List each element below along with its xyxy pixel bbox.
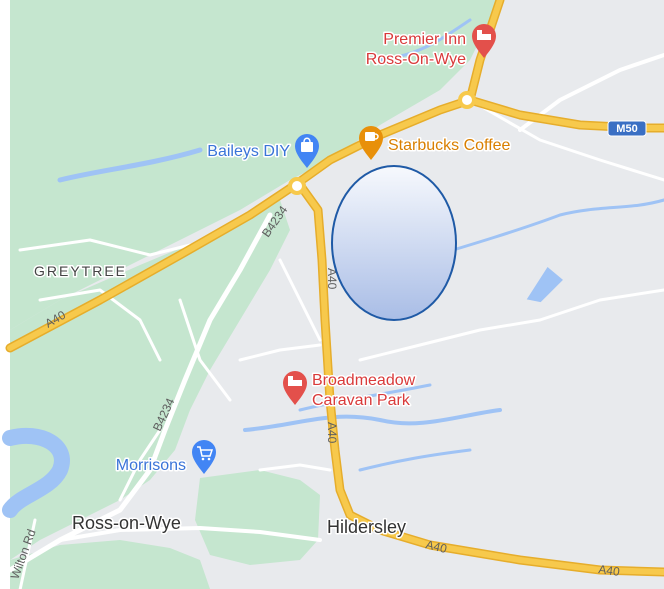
- road-label-a40-ns-2: A40: [325, 422, 339, 444]
- road-label-a40-east-2: A40: [598, 562, 621, 579]
- minor-roads: [7, 53, 664, 589]
- place-label-ross-on-wye: Ross-on-Wye: [72, 513, 181, 533]
- poi-label-broadmeadow-line2: Caravan Park: [312, 392, 411, 409]
- road-label-a40-east-1: A40: [424, 537, 448, 556]
- svg-text:M50: M50: [616, 123, 637, 135]
- poi-label-premier-inn-line2: Ross-On-Wye: [366, 51, 466, 68]
- place-label-hildersley: Hildersley: [327, 517, 406, 537]
- poi-broadmeadow-caravan-park[interactable]: Broadmeadow Caravan Park: [283, 371, 417, 411]
- poi-label-broadmeadow-line1: Broadmeadow: [312, 372, 416, 389]
- road-label-a40-ns-1: A40: [325, 268, 339, 290]
- poi-starbucks[interactable]: Starbucks Coffee: [359, 126, 512, 160]
- hotel-bed-icon: [283, 371, 307, 405]
- roundabout-north: [458, 91, 476, 109]
- map-left-margin: [0, 0, 10, 589]
- green-areas: [10, 0, 500, 589]
- poi-label-starbucks: Starbucks Coffee: [388, 137, 511, 154]
- highlight-area-ellipse[interactable]: [331, 165, 457, 321]
- water-features: [2, 18, 664, 518]
- poi-baileys-diy[interactable]: Baileys DIY: [206, 134, 319, 168]
- hotel-bed-icon: [472, 24, 496, 58]
- poi-label-premier-inn-line1: Premier Inn: [383, 31, 466, 48]
- poi-label-morrisons: Morrisons: [116, 457, 186, 474]
- poi-morrisons[interactable]: Morrisons: [114, 440, 216, 476]
- poi-premier-inn[interactable]: Premier Inn Ross-On-Wye: [364, 24, 496, 70]
- poi-label-baileys-diy: Baileys DIY: [207, 143, 290, 160]
- roundabout-west: [288, 177, 306, 195]
- shopping-bag-icon: [295, 134, 319, 168]
- place-label-greytree: GREYTREE: [34, 263, 127, 279]
- m50-shield: M50: [607, 120, 647, 137]
- shopping-cart-icon: [192, 440, 216, 474]
- coffee-cup-icon: [359, 126, 383, 160]
